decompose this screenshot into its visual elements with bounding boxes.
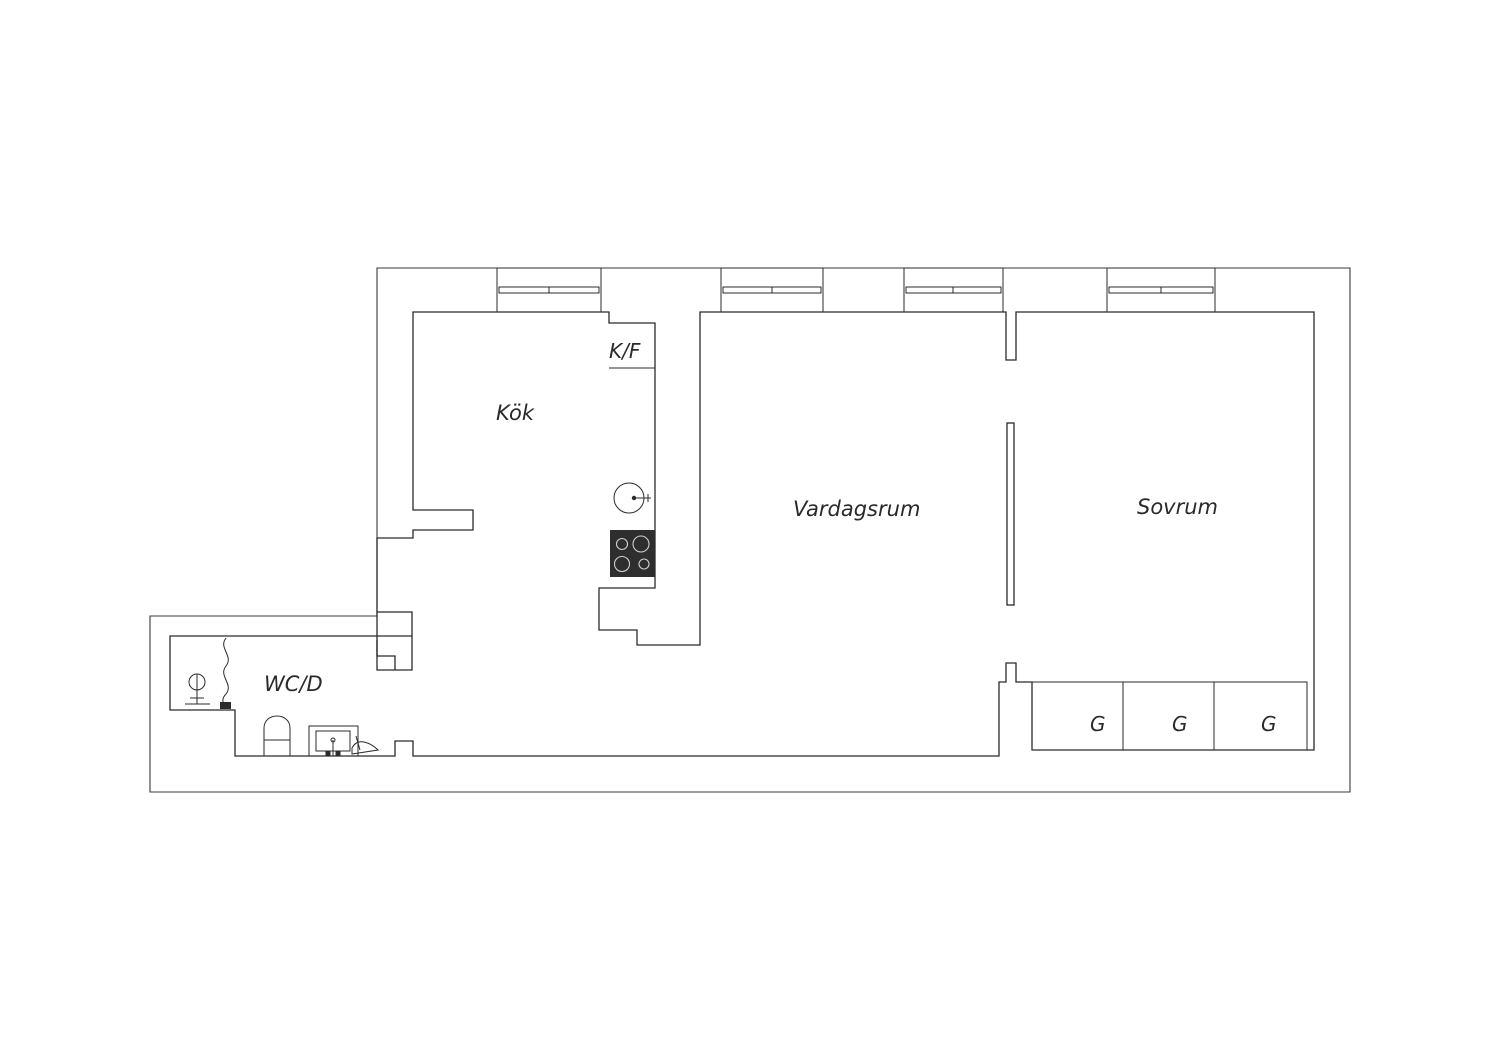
inner-walls: [169, 311, 1315, 757]
windows: [496, 267, 1216, 313]
room-label-bathroom: WC/D: [264, 672, 323, 696]
sink-icon: [613, 482, 651, 514]
room-label-wardrobe: G: [1090, 712, 1106, 736]
wardrobes: [1031, 681, 1308, 751]
hall-wall-step-lower: [376, 640, 396, 670]
partition-wall: [1006, 422, 1015, 606]
hall-wall-step: [377, 611, 413, 636]
shower-icon: [185, 637, 231, 709]
room-label-fridge-freezer: K/F: [609, 339, 641, 363]
room-label-living-room: Vardagsrum: [793, 497, 920, 521]
washbasin-icon: [308, 725, 380, 757]
room-label-wardrobe: G: [1172, 712, 1188, 736]
room-label-bedroom: Sovrum: [1137, 495, 1218, 519]
stove-icon: [610, 530, 655, 577]
outer-boundary: [149, 267, 1351, 793]
room-label-wardrobe: G: [1261, 712, 1277, 736]
window-icon: [496, 267, 602, 313]
kitchen-counter: [609, 367, 655, 577]
room-label-kitchen: Kök: [496, 401, 535, 425]
window-icon: [1106, 267, 1216, 313]
window-icon: [720, 267, 824, 313]
window-icon: [903, 267, 1004, 313]
toilet-icon: [263, 715, 291, 756]
